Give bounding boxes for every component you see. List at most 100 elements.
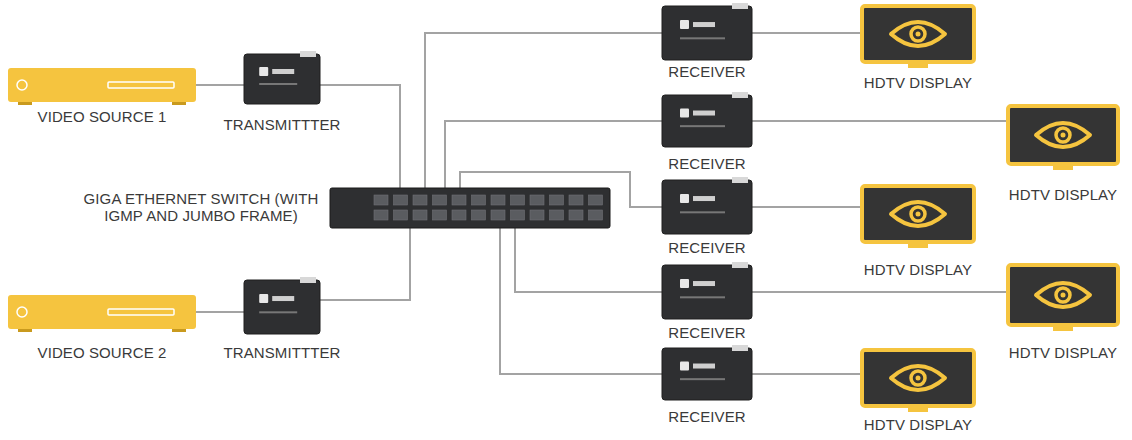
switch-port [511,195,525,205]
device-label: HDTV DISPLAY [838,74,998,91]
eye-iris [1056,128,1070,142]
switch-port [491,195,505,205]
hdmi-badge [732,92,748,98]
cable-line [515,228,662,292]
model-line [680,125,725,127]
eye-iris [911,207,925,221]
device-node: RECEIVER [662,180,752,234]
logo-mark [259,294,268,303]
extender-body [244,54,320,104]
switch-port [433,210,447,220]
player-body [8,68,196,102]
display-shape [1006,263,1120,327]
cable-line [752,32,860,34]
cable-line [196,311,244,313]
display-stand [1053,166,1073,170]
eye-iris [1056,288,1070,302]
device-shape [244,54,320,104]
device-shape [662,95,752,147]
cable-line [320,228,410,300]
display-stand [908,64,928,68]
device-node: RECEIVER [662,95,752,147]
extender-body [662,348,752,400]
switch-body [330,188,610,228]
logo-bar [272,296,294,301]
logo-bar [693,281,715,286]
switch-port [433,195,447,205]
eye-icon [1036,123,1090,147]
eye-icon [891,22,945,46]
switch-port [452,210,466,220]
extender-body [244,280,320,334]
switch-port [452,195,466,205]
display-shape [860,348,976,408]
device-label: TRANSMITTTER [202,116,362,133]
display-node: HDTV DISPLAY [1006,104,1120,166]
eye-iris [911,27,925,41]
hdmi-badge [732,177,748,183]
switch-node: GIGA ETHERNET SWITCH (WITH IGMP AND JUMB… [330,188,610,228]
logo-mark [680,20,689,29]
device-label: RECEIVER [637,239,777,256]
cable-line [320,85,400,188]
device-label: VIDEO SOURCE 2 [2,344,202,361]
switch-port [589,210,603,220]
eye-icon [891,366,945,390]
hdmi-badge [732,3,748,9]
cable-line [500,228,662,374]
device-label: VIDEO SOURCE 1 [2,108,202,125]
device-node: RECEIVER [662,265,752,319]
logo-bar [693,196,715,201]
power-button [17,307,27,317]
cable-line [425,33,662,188]
device-label: HDTV DISPLAY [983,344,1132,361]
switch-port [472,210,486,220]
device-label: GIGA ETHERNET SWITCH (WITH IGMP AND JUMB… [78,190,324,224]
player-foot [172,329,186,332]
logo-bar [272,69,294,74]
source-shape [8,295,196,329]
cable-line [196,84,244,86]
device-label: RECEIVER [637,63,777,80]
hdmi-badge [300,51,316,57]
cable-line [752,206,860,208]
device-label: RECEIVER [637,408,777,425]
switch-port [394,210,408,220]
switch-port [550,195,564,205]
extender-body [662,265,752,319]
hdmi-badge [300,277,316,283]
power-button [17,80,27,90]
logo-bar [693,22,715,27]
source-shape [8,68,196,102]
display-node: HDTV DISPLAY [860,4,976,64]
switch-port [413,210,427,220]
switch-port [491,210,505,220]
device-label: TRANSMITTTER [202,344,362,361]
device-node: RECEIVER [662,348,752,400]
switch-shape [330,188,610,228]
logo-mark [259,67,268,76]
logo-mark [680,279,689,288]
display-screen [1008,106,1118,164]
switch-port [374,210,388,220]
eye-pupil [916,212,921,217]
logo-mark [680,362,689,371]
logo-bar [693,364,715,369]
device-shape [662,180,752,234]
extender-body [662,180,752,234]
switch-port [394,195,408,205]
device-label: RECEIVER [637,324,777,341]
switch-port [530,195,544,205]
display-stand [908,408,928,412]
switch-port [569,195,583,205]
device-shape [244,280,320,334]
eye-pupil [916,32,921,37]
extender-body [662,6,752,60]
source-node: VIDEO SOURCE 2 [8,295,196,329]
player-body [8,295,196,329]
logo-bar [693,111,715,116]
switch-port [413,195,427,205]
device-label: HDTV DISPLAY [838,416,998,433]
cable-line [752,373,860,375]
